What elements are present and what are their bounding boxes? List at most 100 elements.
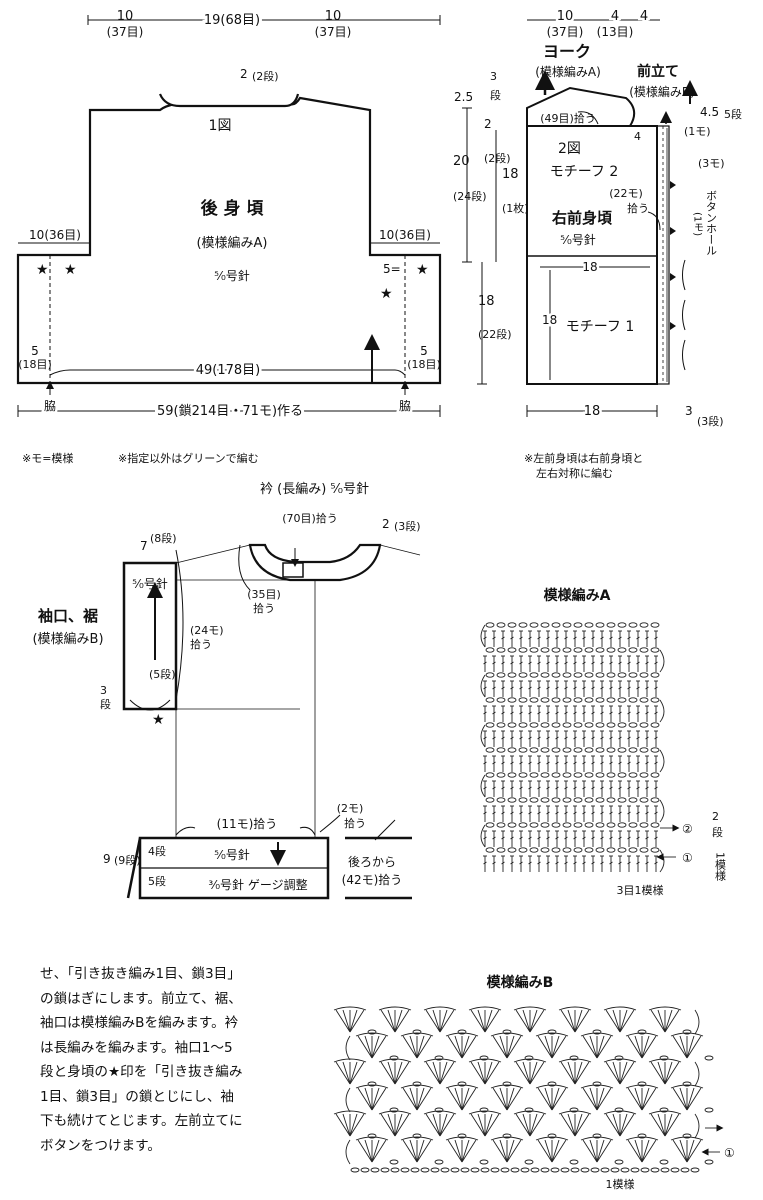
chain-stitch [547, 1081, 557, 1087]
sleeve-cuff-outline [122, 561, 178, 711]
front-dim-b-sub: (13目) [597, 25, 634, 39]
chain-stitch [485, 747, 495, 753]
chain-stitch [573, 647, 583, 653]
chain-stitch [606, 772, 616, 778]
shell-stitch [357, 1087, 373, 1111]
shell-stitch [371, 1035, 387, 1059]
shell-stitch [349, 1113, 358, 1137]
shell-stitch [641, 1035, 657, 1059]
shell-stitch [371, 1139, 380, 1163]
chain-stitch [650, 747, 660, 753]
chain-stitch [637, 1029, 647, 1035]
instructions-paragraph: せ、「引き抜き編み1目、鎖3目」 の鎖はぎにします。前立て、裾、 袖口は模様編み… [40, 962, 280, 1158]
shell-stitch [416, 1035, 432, 1059]
chain-stitch [659, 1107, 669, 1113]
shell-stitch [425, 1113, 441, 1137]
shell-stitch [672, 1087, 688, 1111]
chain-stitch [485, 672, 495, 678]
shell-stitch [641, 1087, 657, 1111]
chain-stitch [496, 622, 506, 628]
sleeve-h-7-sub: (8段) [150, 531, 177, 545]
front-h-2: 2 [484, 117, 492, 131]
chain-stitch [412, 1029, 422, 1035]
chain-stitch [551, 697, 561, 703]
shell-stitch [672, 1139, 688, 1163]
chain-stitch [540, 1167, 550, 1173]
shell-stitch [484, 1113, 493, 1137]
front-body-diagram [462, 19, 698, 417]
shell-stitch [529, 1009, 538, 1033]
chain-stitch [550, 1167, 560, 1173]
shell-stitch [657, 1113, 666, 1137]
front-one-mo: (1モ) [684, 125, 711, 138]
chain-stitch [496, 772, 506, 778]
shell-stitch [454, 1035, 463, 1059]
chain-stitch [680, 1167, 690, 1173]
chain-stitch [410, 1167, 420, 1173]
chain-stitch [529, 622, 539, 628]
chain-stitch [380, 1167, 390, 1173]
chain-stitch [547, 1029, 557, 1035]
shell-stitch [679, 1087, 688, 1111]
chain-stitch [650, 647, 660, 653]
chain-stitch [592, 1029, 602, 1035]
shell-stitch [380, 1009, 396, 1033]
shell-stitch [589, 1035, 598, 1059]
chain-stitch [639, 747, 649, 753]
shell-stitch [551, 1139, 567, 1163]
chain-stitch [529, 797, 539, 803]
chain-stitch [617, 722, 627, 728]
sleeve-h-7: 7 [140, 539, 148, 553]
chain-stitch [367, 1081, 377, 1087]
chain-stitch [600, 1167, 610, 1173]
front-dim-b: 4 [611, 9, 619, 24]
chain-stitch [637, 1081, 647, 1087]
sleeve-rows-5: (5段) [149, 667, 176, 681]
shell-stitch [409, 1139, 418, 1163]
shell-stitch [612, 1009, 621, 1033]
chain-stitch [507, 847, 517, 853]
chain-stitch [690, 1167, 700, 1173]
chain-stitch [518, 772, 528, 778]
shell-stitch [402, 1087, 418, 1111]
star-1: ★ [36, 262, 49, 278]
shell-stitch [432, 1113, 441, 1137]
shell-stitch [499, 1139, 508, 1163]
shell-stitch [416, 1139, 425, 1163]
chain-stitch [518, 797, 528, 803]
back-shoulder-left: 10(36目) [29, 228, 81, 242]
front-buttonhole-sub: (1モ) [692, 212, 703, 236]
shell-stitch [596, 1035, 605, 1059]
chain-stitch [704, 1159, 714, 1165]
back-side-right-sub: (18目) [407, 358, 441, 371]
chain-stitch [606, 672, 616, 678]
front-h-45-sub: 5段 [724, 107, 742, 121]
chain-stitch [639, 847, 649, 853]
chain-stitch [524, 1055, 534, 1061]
chain-stitch [595, 747, 605, 753]
chain-stitch [614, 1159, 624, 1165]
collar-pick-35b: 拾う [253, 601, 275, 615]
chain-stitch [639, 647, 649, 653]
chain-stitch [479, 1159, 489, 1165]
chain-stitch [606, 697, 616, 703]
chain-stitch [507, 722, 517, 728]
shell-stitch [342, 1113, 351, 1137]
front-motif2: モチーフ 2 [550, 164, 619, 180]
chain-stitch [569, 1159, 579, 1165]
chain-stitch [490, 1167, 500, 1173]
chain-stitch [562, 797, 572, 803]
shell-stitch [627, 1139, 643, 1163]
shell-stitch [439, 1113, 448, 1137]
shell-stitch [461, 1035, 470, 1059]
front-h-45: 4.5 [700, 105, 719, 119]
shell-stitch [605, 1113, 621, 1137]
chain-stitch [551, 622, 561, 628]
chain-stitch [617, 647, 627, 653]
chain-stitch [507, 772, 517, 778]
sleeve-rows-3-sub: 段 [100, 697, 111, 711]
chain-stitch [639, 822, 649, 828]
back-dim-top-left: 10 [117, 9, 134, 24]
back-hem-total: 59(鎖214目・71モ)作る [157, 403, 303, 419]
